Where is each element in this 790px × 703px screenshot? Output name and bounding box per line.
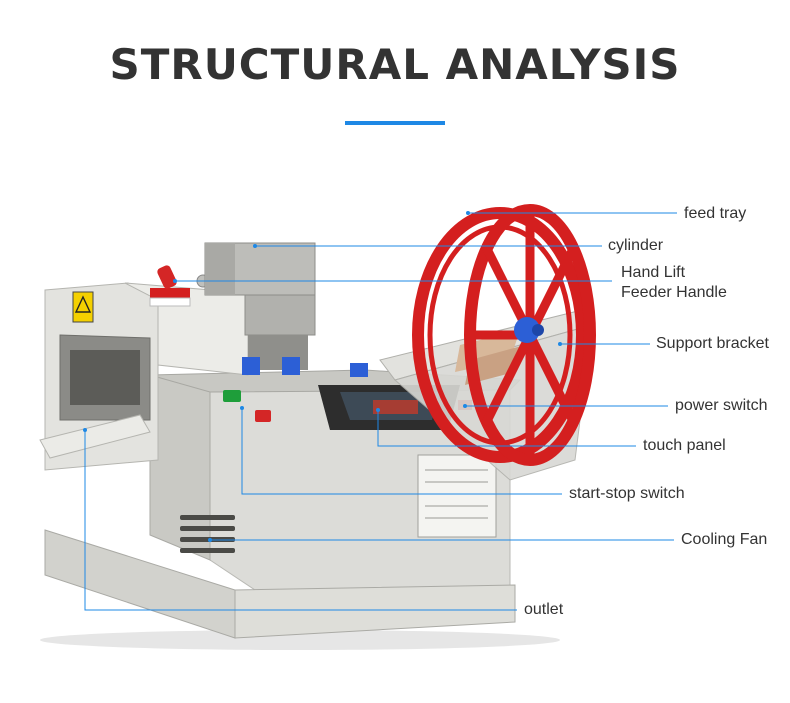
label-cooling-fan: Cooling Fan (681, 531, 768, 548)
label-touch-panel: touch panel (643, 437, 726, 454)
label-support-bracket: Support bracket (656, 335, 769, 352)
label-feed-tray: feed tray (684, 205, 747, 222)
label-outlet: outlet (524, 601, 564, 618)
label-cylinder: cylinder (608, 237, 664, 254)
title-underline (345, 121, 445, 125)
label-power-switch: power switch (675, 397, 768, 414)
label-hand-lift: Hand Lift (621, 264, 686, 281)
page-title: STRUCTURAL ANALYSIS (109, 40, 681, 89)
label-start-stop-switch: start-stop switch (569, 485, 685, 502)
label-feeder-handle: Feeder Handle (621, 284, 727, 301)
